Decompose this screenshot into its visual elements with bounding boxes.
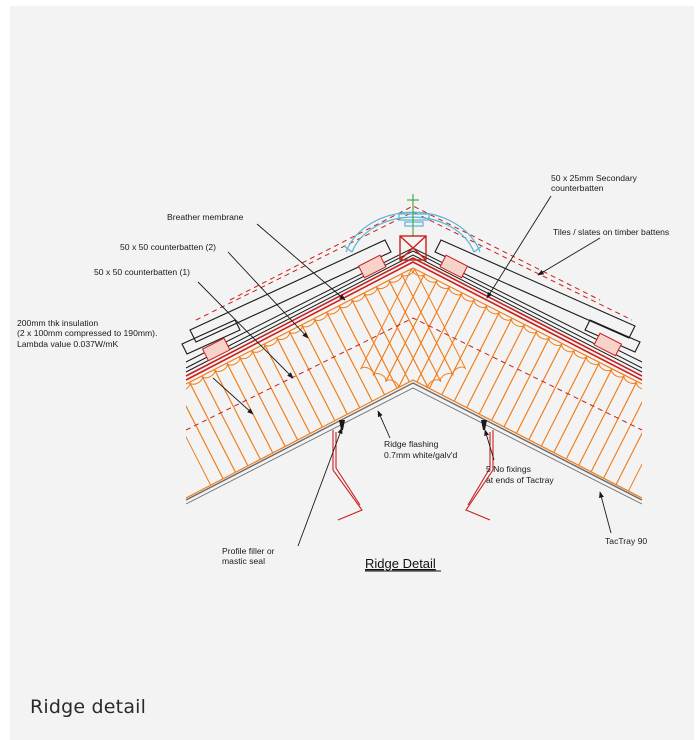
figure-caption: Ridge detail bbox=[30, 696, 147, 718]
label-insulation: 200mm thk insulation bbox=[17, 318, 98, 328]
leader-lines bbox=[197, 195, 612, 547]
timber-battens bbox=[201, 254, 623, 362]
label-tactray: TacTray 90 bbox=[605, 536, 647, 546]
insulation-coil bbox=[422, 298, 488, 408]
insulation-coil bbox=[388, 273, 454, 383]
insulation-coil bbox=[301, 318, 367, 427]
insulation-layer bbox=[186, 268, 642, 498]
label-profile-filler: Profile filler or bbox=[222, 546, 275, 556]
insulation-coil bbox=[372, 273, 438, 383]
diagram-title: Ridge Detail bbox=[365, 556, 436, 571]
breather-membrane bbox=[185, 257, 643, 381]
insulation-coil bbox=[338, 299, 404, 408]
tiles-right bbox=[434, 239, 641, 353]
tactray-underside bbox=[185, 387, 643, 505]
ridge-flashing bbox=[332, 430, 494, 521]
label-secondary-counterbatten: 50 x 25mm Secondary bbox=[551, 173, 638, 183]
label-ridge-flashing: Ridge flashing bbox=[384, 439, 439, 449]
fixings bbox=[339, 420, 487, 430]
tactray-deck bbox=[185, 382, 643, 501]
label-profile-filler-line2: mastic seal bbox=[222, 556, 265, 566]
counterbatten-layers bbox=[185, 247, 643, 373]
ridge-post bbox=[407, 194, 419, 236]
insulation-coil bbox=[410, 292, 475, 402]
label-counterbatten-1: 50 x 50 counterbatten (1) bbox=[94, 267, 190, 277]
label-breather-membrane: Breather membrane bbox=[167, 212, 244, 222]
labels: 50 x 25mm Secondary counterbatten Tiles … bbox=[17, 173, 669, 572]
insulation-coil bbox=[385, 279, 451, 389]
label-secondary-counterbatten-line2: counterbatten bbox=[551, 183, 604, 193]
insulation-boundaries bbox=[185, 267, 643, 499]
insulation-coil bbox=[609, 393, 642, 498]
insulation-coil bbox=[376, 280, 442, 389]
label-counterbatten-2: 50 x 50 counterbatten (2) bbox=[120, 242, 216, 252]
dashed-lines bbox=[185, 205, 643, 431]
label-ridge-flashing-line2: 0.7mm white/galv'd bbox=[384, 450, 458, 460]
label-insulation-line3: Lambda value 0.037W/mK bbox=[17, 339, 119, 349]
label-fixings: 5 No fixings bbox=[486, 464, 531, 474]
ridge-box bbox=[399, 235, 427, 261]
tiles-left bbox=[181, 239, 392, 355]
label-insulation-line2: (2 x 100mm compressed to 190mm). bbox=[17, 328, 157, 338]
label-tiles: Tiles / slates on timber battens bbox=[553, 227, 669, 237]
diagram-card bbox=[10, 6, 694, 740]
label-fixings-line2: at ends of Tactray bbox=[486, 475, 554, 485]
insulation-coil bbox=[313, 311, 379, 421]
